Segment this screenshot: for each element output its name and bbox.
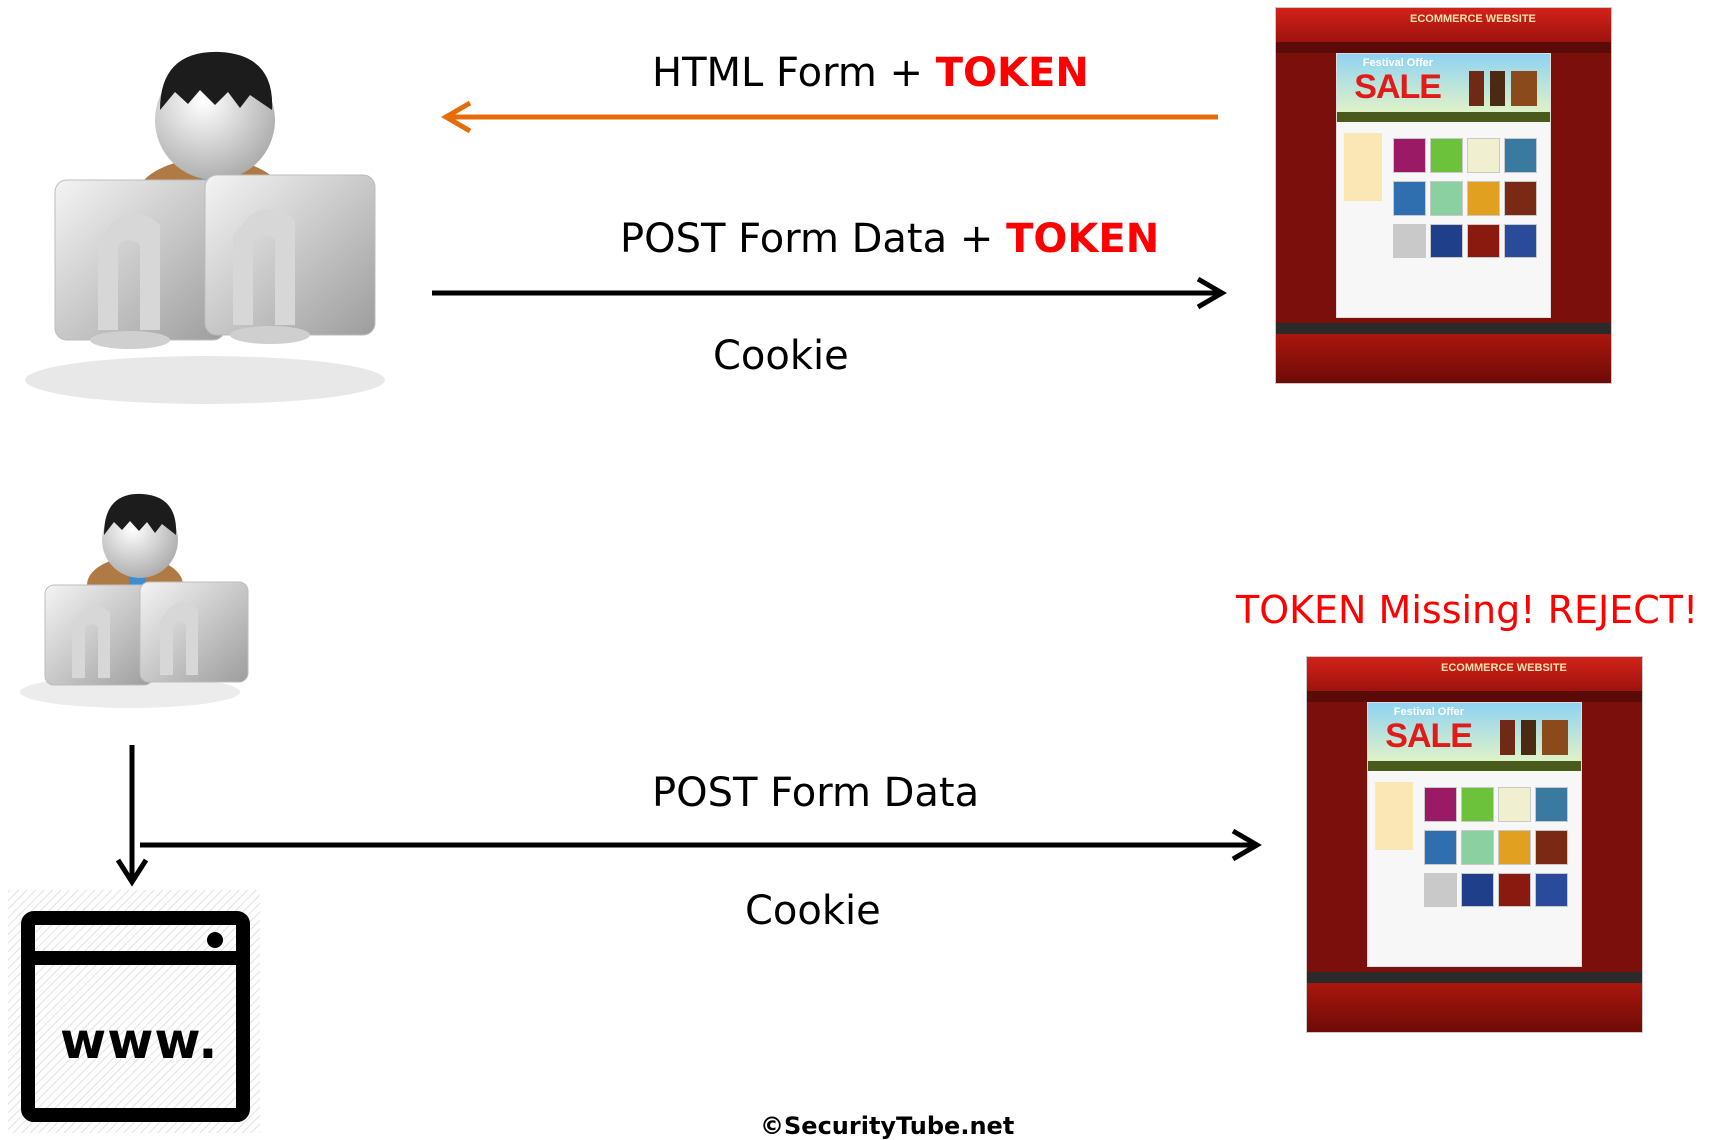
user-with-computers-icon-top bbox=[25, 51, 385, 404]
html-form-text: HTML Form + bbox=[652, 50, 936, 96]
website-brand: ECOMMERCE WEBSITE bbox=[1410, 13, 1536, 26]
arrow-response-html-form bbox=[441, 100, 1218, 134]
arrow-down-to-browser bbox=[115, 745, 149, 887]
token-text: TOKEN bbox=[1006, 216, 1160, 262]
website-brand: ECOMMERCE WEBSITE bbox=[1441, 662, 1567, 675]
offer-label: Festival Offer bbox=[1362, 57, 1434, 70]
token-missing-reject-label: TOKEN Missing! REJECT! bbox=[1236, 588, 1699, 632]
browser-www-text: www. bbox=[60, 1012, 219, 1070]
user-with-computers-icon-bottom bbox=[20, 493, 249, 708]
cookie-label-top: Cookie bbox=[713, 333, 849, 379]
post-form-data-token-label: POST Form Data + TOKEN bbox=[620, 216, 1159, 262]
token-text: TOKEN bbox=[935, 50, 1089, 96]
arrow-request-post-without-token bbox=[140, 828, 1262, 862]
copyright-footer: ©SecurityTube.net bbox=[760, 1112, 1015, 1140]
browser-www-icon bbox=[8, 890, 260, 1133]
sale-label: SALE bbox=[1385, 716, 1473, 755]
ecommerce-website-screenshot-bottom: ECOMMERCE WEBSITE Festival Offer SALE bbox=[1307, 657, 1642, 1032]
post-form-data-label: POST Form Data bbox=[652, 770, 980, 816]
sale-label: SALE bbox=[1354, 67, 1442, 106]
html-form-token-label: HTML Form + TOKEN bbox=[652, 50, 1089, 96]
post-form-text: POST Form Data + bbox=[620, 216, 1007, 262]
offer-label: Festival Offer bbox=[1393, 706, 1465, 719]
cookie-label-bottom: Cookie bbox=[745, 888, 881, 934]
arrow-request-post-with-token bbox=[432, 276, 1227, 310]
ecommerce-website-screenshot-top: ECOMMERCE WEBSITE Festival Offer SALE bbox=[1276, 8, 1611, 383]
